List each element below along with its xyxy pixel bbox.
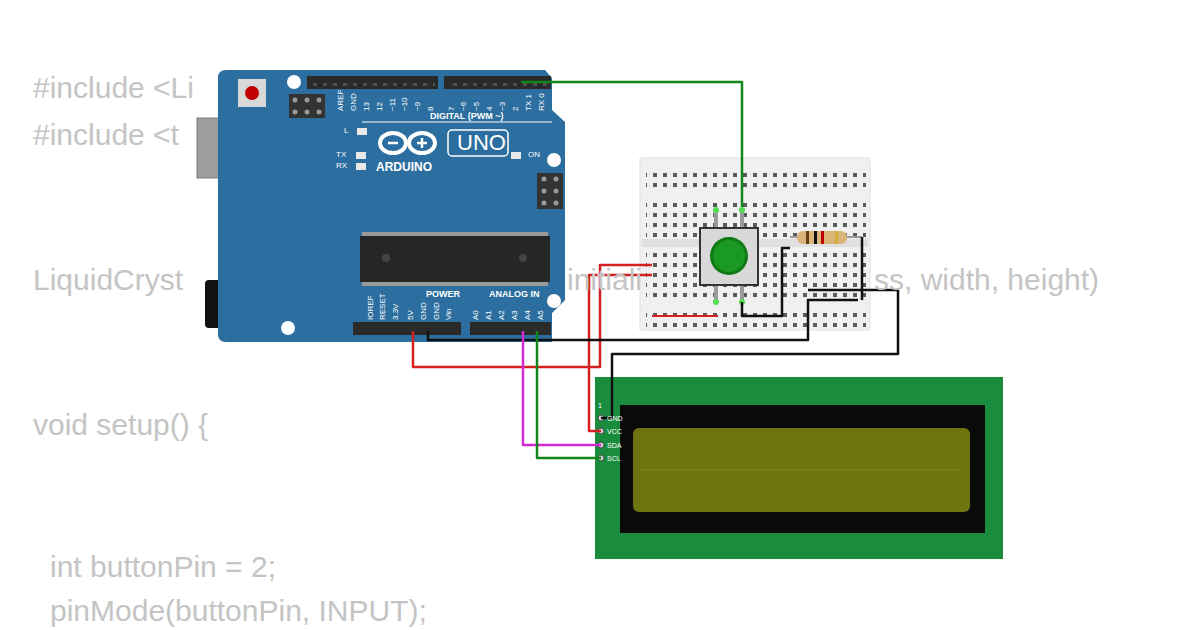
pin-label: AREF bbox=[337, 90, 345, 111]
chip-dot bbox=[519, 254, 527, 262]
pin-label: ~10 bbox=[401, 97, 409, 111]
pin-label: 4 bbox=[486, 107, 494, 111]
analog-header bbox=[470, 322, 551, 335]
board-label: ON bbox=[528, 151, 540, 159]
pin-label: A1 bbox=[485, 310, 493, 320]
lcd-pin-label: VCC bbox=[607, 428, 622, 435]
lcd-cells bbox=[640, 470, 963, 471]
arduino-board bbox=[218, 70, 565, 342]
breadboard bbox=[640, 158, 870, 330]
pin-label: Vin bbox=[445, 309, 453, 320]
pin-label: IOREF bbox=[367, 296, 375, 320]
led bbox=[356, 163, 366, 170]
lcd-bezel bbox=[620, 405, 985, 533]
lcd-pin-label: SCL bbox=[607, 455, 621, 462]
lcd-pins bbox=[598, 415, 604, 461]
chip-pins bbox=[362, 232, 548, 286]
pin-label: 7 bbox=[448, 107, 456, 111]
pin-label: A2 bbox=[498, 310, 506, 320]
pin-label: A3 bbox=[511, 310, 519, 320]
lcd-pin-label: 1 bbox=[598, 402, 602, 409]
pin-label: ~9 bbox=[414, 102, 422, 111]
uno-frame bbox=[448, 130, 508, 156]
board-label: UNO bbox=[457, 132, 506, 154]
reset-button bbox=[238, 79, 266, 107]
pin-label: ~6 bbox=[460, 102, 468, 111]
pin-label: TX 1 bbox=[525, 94, 533, 111]
code-text: ss, width, height) bbox=[874, 265, 1099, 295]
pin-label: ~11 bbox=[389, 98, 397, 111]
pin-label: GND bbox=[433, 302, 441, 320]
pin-label: A5 bbox=[537, 310, 545, 320]
code-text: #include <t bbox=[33, 120, 179, 150]
chip-dot bbox=[382, 254, 390, 262]
pushbutton bbox=[700, 207, 758, 305]
code-text: int buttonPin = 2; bbox=[50, 552, 276, 582]
pin-label: GND bbox=[420, 302, 428, 320]
pin-label: GND bbox=[350, 93, 358, 111]
pin-label: 3.3V bbox=[392, 304, 400, 320]
code-text: LiquidCryst bbox=[33, 265, 183, 295]
microcontroller-chip bbox=[360, 236, 550, 282]
pin-label: 13 bbox=[363, 102, 371, 111]
rail-line bbox=[652, 315, 718, 317]
pin-label: 8 bbox=[427, 107, 435, 111]
lcd-module bbox=[595, 377, 1003, 559]
breadboard-holes bbox=[646, 168, 866, 188]
board-label: TX bbox=[336, 151, 346, 159]
pin-label: ~5 bbox=[473, 102, 481, 111]
power-header bbox=[353, 322, 461, 335]
led bbox=[356, 152, 366, 159]
mount-hole bbox=[547, 153, 561, 167]
board-label: ARDUINO bbox=[376, 161, 432, 173]
lcd-pin-label: SDA bbox=[607, 442, 621, 449]
pin-label: A0 bbox=[472, 310, 480, 320]
board-label: POWER bbox=[426, 290, 460, 299]
resistor-symbol bbox=[790, 231, 862, 244]
pin-label: A4 bbox=[524, 310, 532, 320]
board-label: L bbox=[344, 127, 348, 135]
code-text: #include <Li bbox=[33, 73, 194, 103]
lcd-screen bbox=[633, 428, 970, 512]
silk-line bbox=[362, 122, 552, 123]
pin-label: RESET bbox=[379, 293, 387, 320]
board-label: RX bbox=[336, 162, 347, 170]
logo-signs bbox=[388, 138, 427, 148]
wires bbox=[413, 82, 898, 458]
pin-label: 2 bbox=[512, 107, 520, 111]
pin-label: 12 bbox=[376, 102, 384, 111]
mount-hole bbox=[547, 294, 561, 308]
board-label: ANALOG IN bbox=[489, 290, 540, 299]
code-text: initiali bbox=[567, 265, 642, 295]
pin-label: 5V bbox=[407, 310, 415, 320]
breadboard-holes bbox=[646, 308, 866, 328]
header-holes bbox=[310, 79, 435, 86]
mount-hole bbox=[287, 75, 301, 89]
pin-label: ~3 bbox=[499, 102, 507, 111]
reset-cap bbox=[245, 86, 259, 100]
lcd-pin-label: GND bbox=[607, 415, 623, 422]
led bbox=[511, 152, 521, 159]
icsp-header bbox=[289, 94, 563, 209]
code-text: void setup() { bbox=[33, 410, 208, 440]
pin-label: RX 0 bbox=[538, 93, 546, 111]
arduino-logo bbox=[380, 133, 435, 153]
mount-hole bbox=[281, 321, 295, 335]
board-label: DIGITAL (PWM ~) bbox=[430, 112, 503, 121]
code-text: pinMode(buttonPin, INPUT); bbox=[50, 596, 427, 626]
digital-header bbox=[307, 76, 438, 89]
led bbox=[357, 128, 367, 135]
